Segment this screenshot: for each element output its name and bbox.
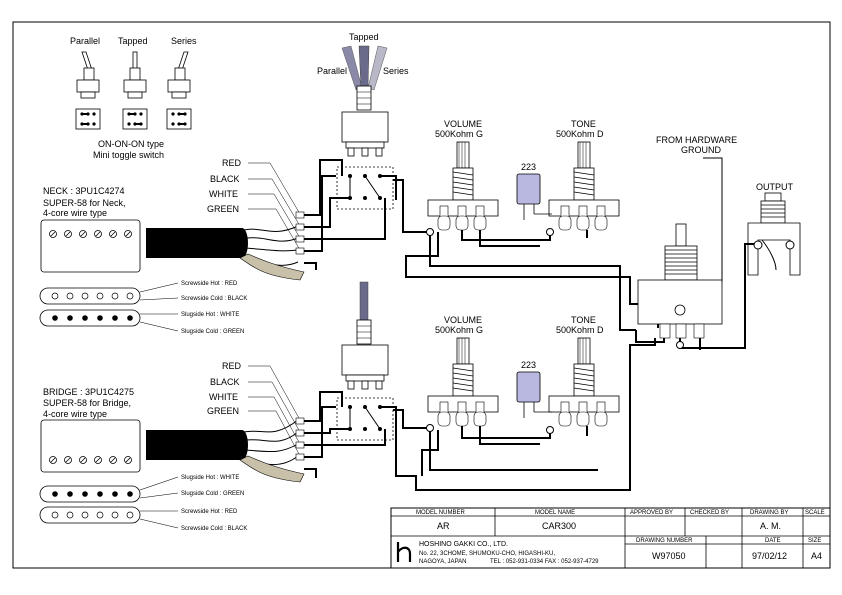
output-label: OUTPUT [756,182,794,192]
bridge-pickup-label-3: 4-core wire type [43,409,107,419]
bridge-coils-icon [39,485,141,524]
bridge-capacitor-icon [516,371,552,418]
tb-model-number: AR [437,521,450,531]
neck-volume-label: VOLUME [444,119,482,129]
neck-tone-label: TONE [571,119,596,129]
tb-date-header: DATE [765,538,781,544]
tb-checked-header: CHECKED BY [690,510,729,516]
bridge-coil-label-1: Slugside Hot : WHITE [181,475,239,481]
company-logo-icon [395,540,413,564]
neck-cable-icon [146,211,305,281]
tb-model-name: CAR300 [542,521,576,531]
toggle-series-icon [166,51,192,130]
tb-drawing-number-header: DRAWING NUMBER [636,538,693,544]
bridge-tone-value: 500Kohm D [556,325,604,335]
neck-coil-label-1: Screwside Hot : RED [181,281,238,287]
bridge-section: RED BLACK WHITE GREEN BRIDGE : 3PU1C4275… [39,281,656,532]
ground-label-line1: FROM HARDWARE [656,135,737,145]
tb-drawing-number: W97050 [652,551,686,561]
tb-company: HOSHINO GAKKI CO., LTD. [419,541,508,548]
tb-scale-header: SCALE [805,510,825,516]
bridge-coil-label-2: Slugside Cold : GREEN [181,491,244,497]
tb-model-number-header: MODEL NUMBER [416,510,465,516]
neck-tone-value: 500Kohm D [556,129,604,139]
neck-coil-label-3: Slugside Hot : WHITE [181,312,239,318]
neck-volume-value: 500Kohm G [435,129,483,139]
tb-drawing-by: A. M. [760,521,781,531]
neck-wire-green: GREEN [207,204,239,214]
neck-pickup-label-2: SUPER-58 for Neck, [43,198,126,208]
neck-switch-tapped-label: Tapped [349,32,379,42]
tb-tel-fax: TEL : 052-931-0334 FAX : 052-937-4729 [490,559,599,565]
tb-date: 97/02/12 [752,551,787,561]
tb-address-2: NAGOYA, JAPAN [419,559,466,565]
bridge-wire-green: GREEN [207,406,239,416]
output-jack-icon [747,192,801,276]
bridge-toggle-switch-icon [336,281,394,441]
neck-wire-white: WHITE [209,189,238,199]
legend-parallel-label: Parallel [70,36,100,46]
bridge-volume-label: VOLUME [444,315,482,325]
tb-address-1: No. 22, 3CHOME, SHUMOKU-CHO, HIGASHI-KU, [419,551,555,557]
toggle-legend: Parallel Tapped Series [70,36,197,160]
neck-coil-label-2: Screwside Cold : BLACK [181,296,247,302]
tb-approved-header: APPROVED BY [630,510,673,516]
bridge-wires [304,338,656,491]
tb-drawing-header: DRAWING BY [750,510,788,516]
bridge-pickup-label-2: SUPER-58 for Bridge, [43,398,131,408]
bridge-volume-value: 500Kohm G [435,325,483,335]
bridge-tone-pot-icon [548,337,620,427]
neck-capacitor-icon [516,173,552,220]
legend-caption-line2: Mini toggle switch [93,150,164,160]
bridge-coil-label-4: Screwside Cold : BLACK [181,526,247,532]
ground-label-line2: GROUND [681,145,721,155]
neck-toggle-switch-icon [336,45,394,210]
neck-volume-pot-icon [427,141,499,231]
bridge-wire-black: BLACK [210,377,240,387]
tb-model-name-header: MODEL NAME [535,510,575,516]
neck-tone-pot-icon [548,141,620,231]
neck-wire-black: BLACK [210,174,240,184]
legend-tapped-label: Tapped [118,36,148,46]
legend-caption-line1: ON-ON-ON type [98,139,164,149]
neck-wire-red: RED [222,158,242,168]
bridge-cable-icon [146,417,305,483]
neck-coil-label-4: Slugside Cold : GREEN [181,329,244,335]
bridge-humbucker-icon [40,419,141,473]
bridge-tone-label: TONE [571,315,596,325]
bridge-capacitor-label: 223 [521,360,536,370]
neck-coils-icon [39,287,141,327]
neck-pickup-label-3: 4-core wire type [43,208,107,218]
neck-switch-parallel-label: Parallel [317,66,347,76]
tb-size: A4 [811,551,822,561]
bridge-coil-label-3: Screwside Hot : RED [181,509,238,515]
bridge-wire-red: RED [222,361,242,371]
bridge-pickup-label-1: BRIDGE : 3PU1C4275 [43,387,134,397]
tb-size-header: SIZE [808,538,821,544]
bridge-wire-white: WHITE [209,392,238,402]
toggle-parallel-icon [75,51,101,130]
legend-series-label: Series [171,36,197,46]
toggle-tapped-icon [122,51,148,130]
selector-switch-icon [637,223,723,339]
title-block: MODEL NUMBER MODEL NAME APPROVED BY CHEC… [390,507,831,569]
neck-humbucker-icon [40,219,141,273]
bridge-volume-pot-icon [427,337,499,427]
neck-section: Tapped Parallel Series RED BLACK [39,32,659,335]
neck-switch-series-label: Series [383,66,409,76]
neck-capacitor-label: 223 [521,162,536,172]
neck-pickup-label-1: NECK : 3PU1C4274 [43,186,125,196]
